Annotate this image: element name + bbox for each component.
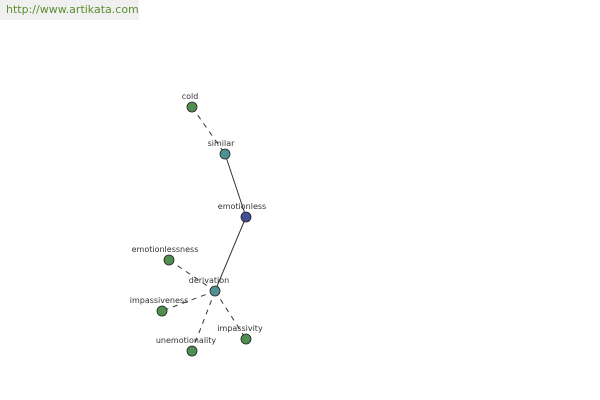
node-label-similar[interactable]: similar	[208, 139, 236, 148]
node-marker-cold[interactable]	[186, 101, 198, 113]
node-unemotionality[interactable]: unemotionality	[156, 336, 217, 357]
node-label-unemotionality[interactable]: unemotionality	[156, 336, 217, 345]
node-label-emotionless[interactable]: emotionless	[218, 202, 266, 211]
edge-similar-emotionless	[224, 153, 247, 218]
node-cold[interactable]: cold	[182, 92, 199, 113]
node-label-derivation[interactable]: derivation	[189, 276, 229, 285]
graph-nodes: cold similar emotionless derivation emotionl…	[130, 92, 266, 357]
node-emotionless[interactable]: emotionless	[218, 202, 266, 223]
node-label-emotionlessness[interactable]: emotionlessness	[132, 245, 199, 254]
node-label-impassiveness[interactable]: impassiveness	[130, 296, 189, 305]
node-label-cold[interactable]: cold	[182, 92, 199, 101]
node-impassiveness[interactable]: impassiveness	[130, 296, 189, 317]
graph-edges	[161, 106, 247, 352]
node-marker-unemotionality[interactable]	[186, 345, 198, 357]
node-marker-similar[interactable]	[219, 148, 231, 160]
node-similar[interactable]: similar	[208, 139, 236, 160]
node-emotionlessness[interactable]: emotionlessness	[132, 245, 199, 266]
node-marker-emotionlessness[interactable]	[163, 254, 175, 266]
edge-emotionless-derivation	[214, 216, 247, 292]
node-marker-derivation[interactable]	[209, 285, 221, 297]
node-marker-impassiveness[interactable]	[156, 305, 168, 317]
node-impassivity[interactable]: impassivity	[217, 324, 263, 345]
node-marker-impassivity[interactable]	[240, 333, 252, 345]
edge-derivation-unemotionality	[191, 290, 216, 352]
node-derivation[interactable]: derivation	[189, 276, 229, 297]
node-marker-emotionless[interactable]	[240, 211, 252, 223]
site-url-watermark[interactable]: http://www.artikata.com	[0, 0, 139, 20]
site-url-text: http://www.artikata.com	[6, 3, 139, 16]
node-label-impassivity[interactable]: impassivity	[217, 324, 263, 333]
